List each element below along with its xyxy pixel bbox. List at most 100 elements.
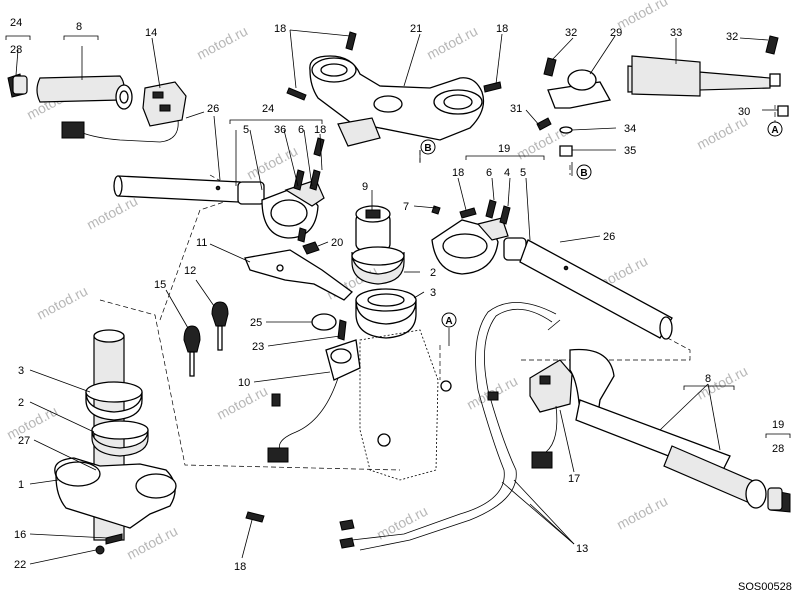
mounting-bracket [244, 241, 353, 301]
left-switch-gear [79, 81, 187, 143]
right-handlebar-tube [503, 237, 673, 340]
upper-clamp-bolts [286, 31, 502, 157]
callout-26-a: 26 [207, 103, 219, 115]
callout-24-a: 24 [10, 17, 22, 29]
callout-26-b: 26 [603, 231, 615, 243]
callout-31: 31 [510, 103, 522, 115]
callout-15: 15 [154, 279, 166, 291]
callout-22: 22 [14, 559, 26, 571]
leader-lines [15, 29, 778, 565]
callout-21: 21 [410, 23, 422, 35]
callout-7: 7 [403, 201, 409, 213]
callout-32-b: 32 [726, 31, 738, 43]
callout-23: 23 [252, 341, 264, 353]
left-switch-connector [61, 121, 85, 139]
callout-18-b: 18 [496, 23, 508, 35]
callout-17: 17 [568, 473, 580, 485]
callout-6-a: 6 [298, 124, 304, 136]
left-handlebar-tube [113, 175, 265, 205]
svg-text:B: B [580, 168, 587, 179]
stem-bearing-lower [85, 381, 143, 421]
callout-4: 4 [504, 167, 510, 179]
ignition-key-set [183, 301, 229, 377]
callout-36: 36 [274, 124, 286, 136]
svg-text:motod.ru: motod.ru [84, 193, 140, 233]
callout-brackets [5, 35, 791, 438]
svg-text:motod.ru: motod.ru [614, 0, 670, 33]
svg-text:motod.ru: motod.ru [124, 523, 180, 563]
section-ref-a-right: A [767, 121, 783, 137]
right-clamp-bolts [431, 199, 511, 225]
left-handlebar-clamp [261, 179, 325, 239]
callout-18-e: 18 [234, 561, 246, 573]
callout-29: 29 [610, 27, 622, 39]
callout-19-a: 19 [498, 143, 510, 155]
right-grip [663, 445, 767, 509]
svg-text:motod.ru: motod.ru [694, 113, 750, 153]
dust-seal-upper [351, 246, 405, 285]
section-ref-b-right: B [571, 162, 592, 180]
svg-text:motod.ru: motod.ru [194, 23, 250, 63]
callout-19-b: 19 [772, 419, 784, 431]
svg-text:motod.ru: motod.ru [614, 493, 670, 533]
section-ref-b-top: B [419, 139, 436, 162]
frame-head-outline [359, 329, 452, 481]
lower-clamp-hardware [95, 511, 265, 555]
left-grip [36, 75, 133, 110]
callout-27: 27 [18, 435, 30, 447]
callout-30: 30 [738, 106, 750, 118]
callout-2-b: 2 [18, 397, 24, 409]
svg-text:motod.ru: motod.ru [694, 363, 750, 403]
callout-8-a: 8 [76, 21, 82, 33]
callout-24-b: 24 [262, 103, 274, 115]
section-ref-a-top: A [441, 312, 457, 346]
callout-6-b: 6 [486, 167, 492, 179]
callout-28-b: 28 [772, 443, 784, 455]
callout-18-c: 18 [314, 124, 326, 136]
callout-33: 33 [670, 27, 682, 39]
callout-8-b: 8 [705, 373, 711, 385]
callout-labels: 24 28 8 14 18 21 18 32 29 33 32 26 24 5 … [10, 17, 784, 573]
damper-mount-bracket [547, 69, 612, 109]
svg-text:motod.ru: motod.ru [424, 23, 480, 63]
callout-12: 12 [184, 265, 196, 277]
callout-28-a: 28 [10, 44, 22, 56]
callout-9: 9 [362, 181, 368, 193]
upper-triple-clamp [309, 55, 485, 147]
callout-2-a: 2 [430, 267, 436, 279]
throttle-housing [529, 359, 573, 413]
ignition-barrel [355, 205, 391, 251]
steering-damper [627, 55, 781, 97]
throttle-switch-connector [531, 405, 558, 469]
callout-1: 1 [18, 479, 24, 491]
callout-32-a: 32 [565, 27, 577, 39]
svg-text:motod.ru: motod.ru [34, 283, 90, 323]
throttle-tube [569, 348, 731, 477]
callout-34: 34 [624, 123, 636, 135]
left-grip-end-cap [7, 73, 28, 98]
callout-20: 20 [331, 237, 343, 249]
callout-5-a: 5 [243, 124, 249, 136]
immobiliser-antenna [267, 313, 361, 463]
damper-hardware [536, 35, 789, 157]
right-grip-end-cap [767, 487, 791, 513]
dust-seal-lower [91, 420, 149, 457]
callout-10: 10 [238, 377, 250, 389]
callout-3-a: 3 [430, 287, 436, 299]
callout-18-a: 18 [274, 23, 286, 35]
callout-3-b: 3 [18, 365, 24, 377]
callout-5-b: 5 [520, 167, 526, 179]
callout-18-d: 18 [452, 167, 464, 179]
callout-11: 11 [196, 237, 207, 249]
callout-13: 13 [576, 543, 588, 555]
callout-16: 16 [14, 529, 26, 541]
callout-25: 25 [250, 317, 262, 329]
svg-text:B: B [424, 143, 431, 154]
svg-text:A: A [771, 125, 778, 136]
callout-35: 35 [624, 145, 636, 157]
drawing-code: SOS00528 [738, 581, 792, 593]
lower-triple-clamp [54, 457, 177, 529]
svg-text:motod.ru: motod.ru [4, 403, 60, 443]
